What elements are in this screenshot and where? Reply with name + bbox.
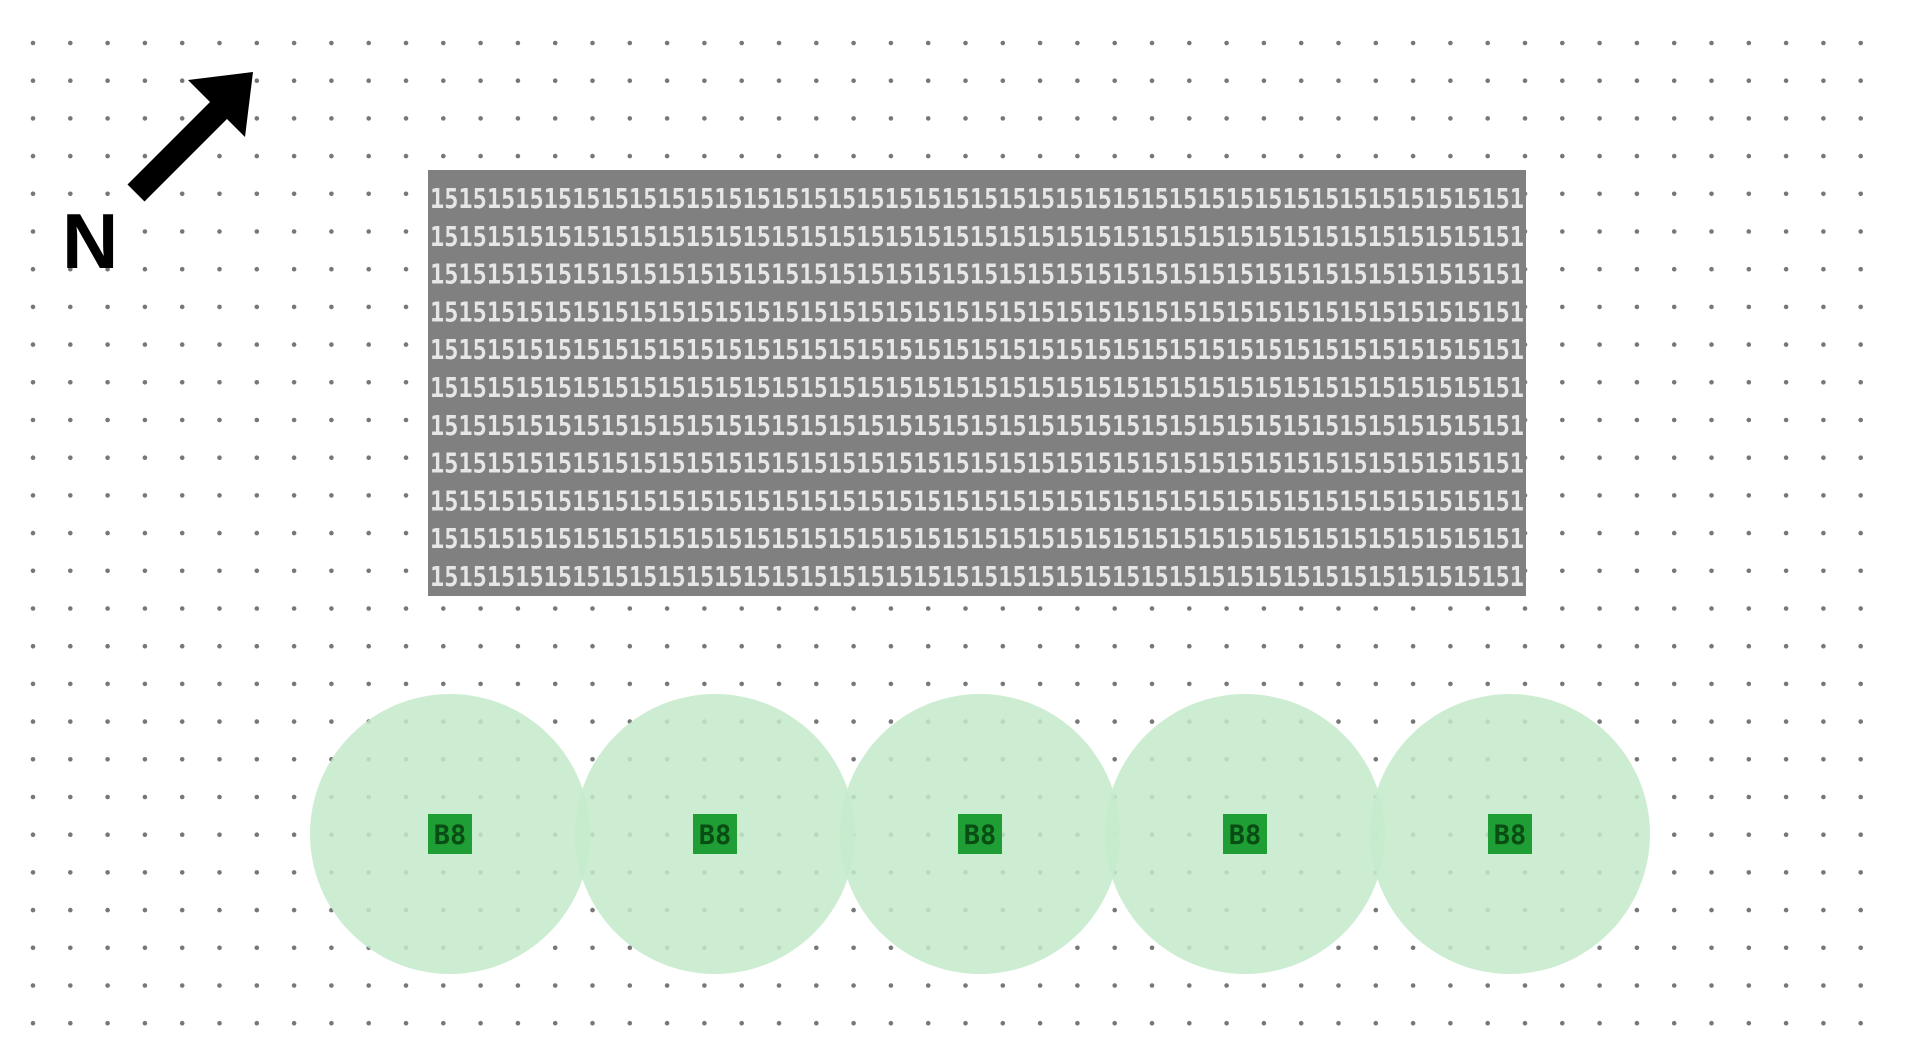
tree-label: B8 <box>1229 820 1262 851</box>
tree-item: B8 <box>1370 694 1650 974</box>
crop-block: 1515151515151515151515151515151515151515… <box>428 170 1526 596</box>
crop-block-label-row: 1515151515151515151515151515151515151515… <box>430 333 1524 366</box>
north-arrow-icon <box>127 72 253 202</box>
crop-block-label-row: 1515151515151515151515151515151515151515… <box>430 522 1524 555</box>
crop-block-rect <box>428 170 1526 596</box>
tree-marker <box>1488 814 1532 854</box>
tree-row: B8 B8 B8 B8 B8 <box>310 694 1650 974</box>
crop-block-label-row: 1515151515151515151515151515151515151515… <box>430 258 1524 291</box>
crop-block-label-row: 1515151515151515151515151515151515151515… <box>430 447 1524 480</box>
tree-marker <box>1223 814 1267 854</box>
tree-item: B8 <box>840 694 1120 974</box>
crop-block-label-row: 1515151515151515151515151515151515151515… <box>430 295 1524 328</box>
tree-label: B8 <box>699 820 732 851</box>
crop-block-labels: 1515151515151515151515151515151515151515… <box>430 182 1524 593</box>
crop-block-label-row: 1515151515151515151515151515151515151515… <box>430 560 1524 593</box>
tree-marker <box>428 814 472 854</box>
crop-block-label-row: 1515151515151515151515151515151515151515… <box>430 371 1524 404</box>
tree-label: B8 <box>434 820 467 851</box>
tree-marker <box>958 814 1002 854</box>
crop-block-label-row: 1515151515151515151515151515151515151515… <box>430 409 1524 442</box>
crop-block-label-row: 1515151515151515151515151515151515151515… <box>430 484 1524 517</box>
tree-marker <box>693 814 737 854</box>
tree-item: B8 <box>575 694 855 974</box>
crop-block-label-row: 1515151515151515151515151515151515151515… <box>430 182 1524 215</box>
tree-item: B8 <box>310 694 590 974</box>
north-indicator: N <box>62 72 253 285</box>
crop-block-label-row: 1515151515151515151515151515151515151515… <box>430 220 1524 253</box>
tree-label: B8 <box>1494 820 1527 851</box>
north-label: N <box>62 197 118 285</box>
tree-label: B8 <box>964 820 997 851</box>
tree-item: B8 <box>1105 694 1385 974</box>
